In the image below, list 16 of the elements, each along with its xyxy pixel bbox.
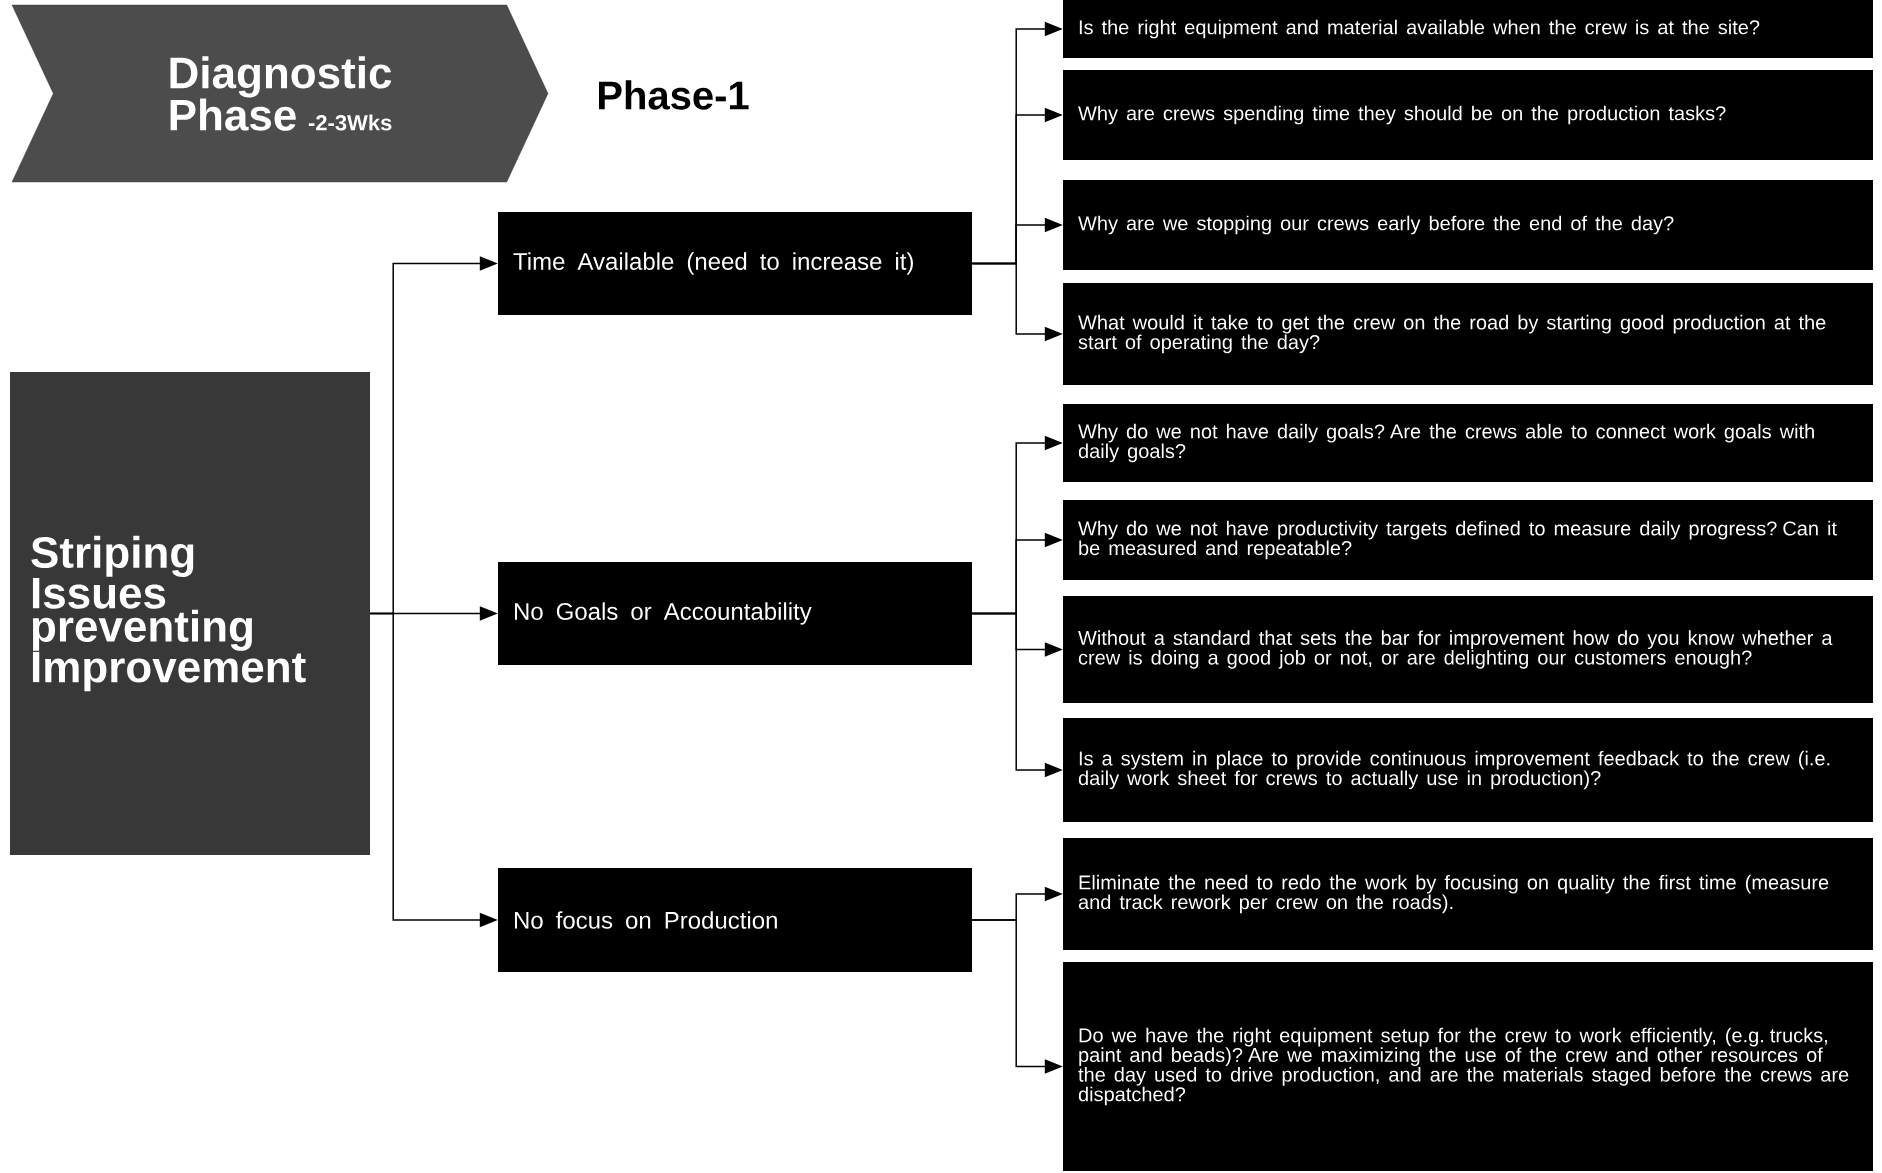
cause-box: No Goals or Accountability [498, 562, 972, 665]
question-box: Without a standard that sets the bar for improvement how do you know whether a crew is doing a good job or not, or are delighting our customers enough? [1063, 596, 1873, 703]
cause-box: Time Available (need to increase it) [498, 212, 972, 315]
question-box: Eliminate the need to redo the work by focusing on quality the first time (measure and track rework per crew on the roads). [1063, 838, 1873, 950]
question-box: What would it take to get the crew on the road by starting good production at the start of operating the day? [1063, 283, 1873, 385]
question-box: Do we have the right equipment setup for the crew to work efficiently, (e.g. trucks, paint and beads)? Are we maximizing the use of the crew and other resources of the day used to drive production, and are the materials staged before the crews are dispatched? [1063, 962, 1873, 1171]
question-box: Is the right equipment and material available when the crew is at the site? [1063, 0, 1873, 58]
heading: Phase-1 [599, 80, 749, 110]
question-box: Why are we stopping our crews early before the end of the day? [1063, 180, 1873, 270]
chevron-banner: Diagnostic Phase -2-3Wks [11, 4, 549, 183]
question-box: Why are crews spending time they should be on the production tasks? [1063, 70, 1873, 160]
topic-box: Striping Issues preventing Improvement [10, 372, 370, 855]
question-box: Is a system in place to provide continuous improvement feedback to the crew (i.e. daily work sheet for crews to actually use in production)? [1063, 718, 1873, 822]
question-box: Why do we not have productivity targets defined to measure daily progress? Can it be measured and repeatable? [1063, 500, 1873, 580]
cause-box: No focus on Production [498, 868, 972, 972]
question-box: Why do we not have daily goals? Are the crews able to connect work goals with daily goals? [1063, 404, 1873, 482]
